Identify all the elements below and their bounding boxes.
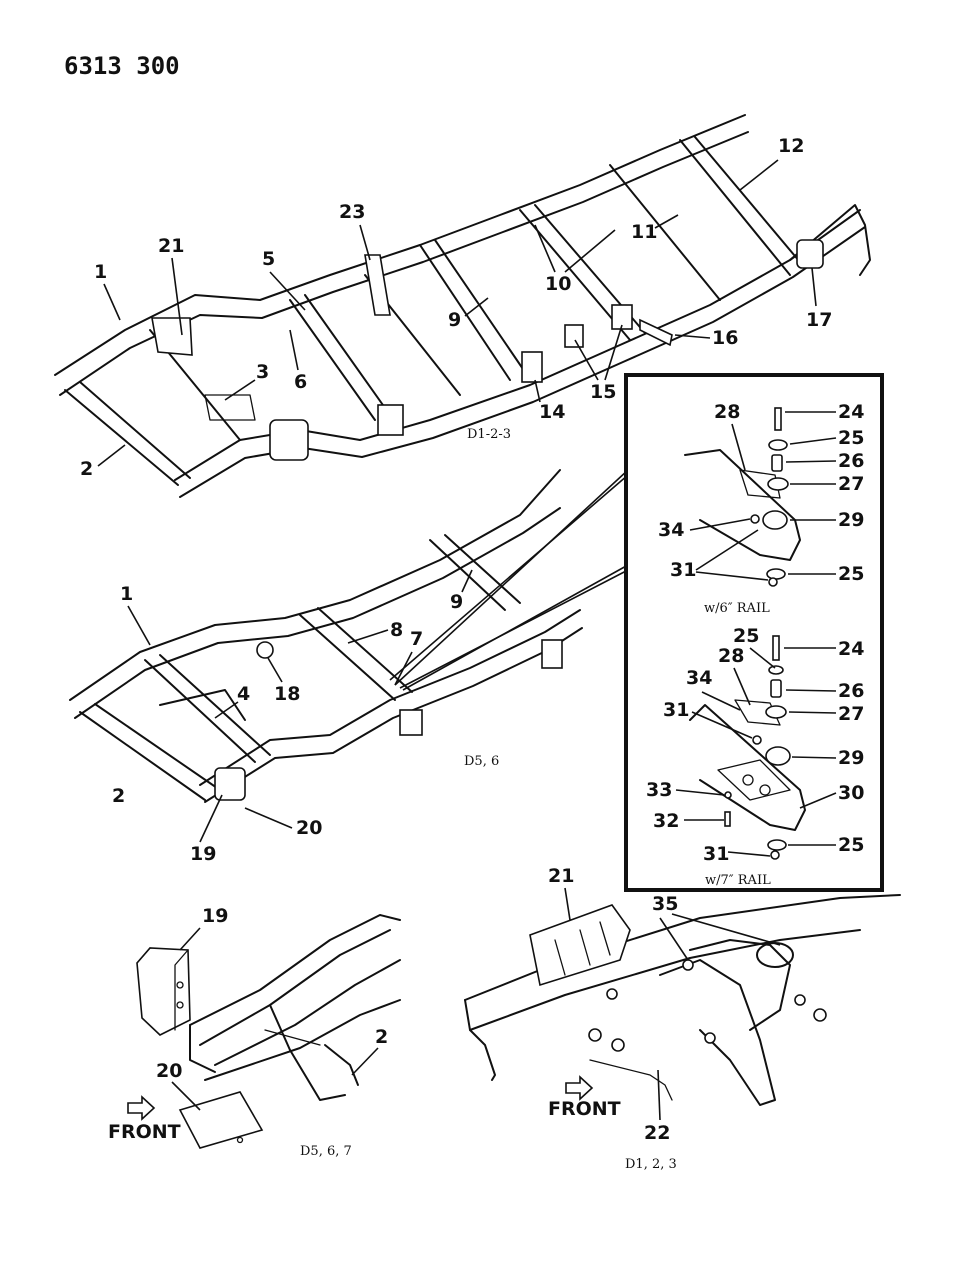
callout-21-detail: 21 bbox=[548, 865, 574, 887]
front-label-left: FRONT bbox=[108, 1121, 181, 1143]
callout-18: 18 bbox=[274, 683, 300, 705]
callout-22: 22 bbox=[644, 1122, 670, 1144]
callout-9-mid: 9 bbox=[450, 591, 463, 613]
callout-16: 16 bbox=[712, 327, 738, 349]
callout-19: 19 bbox=[190, 843, 216, 865]
inset7-callout-28: 28 bbox=[718, 645, 744, 667]
caption-d123-frame: D1-2-3 bbox=[467, 427, 511, 442]
inset6-callout-31: 31 bbox=[670, 559, 696, 581]
callout-4: 4 bbox=[237, 683, 250, 705]
inset-box bbox=[624, 373, 884, 892]
inset7-callout-32: 32 bbox=[653, 810, 679, 832]
callout-20-detail: 20 bbox=[156, 1060, 182, 1082]
inset-6in-rail: 28 24 25 26 27 29 34 31 25 w/6″ RAIL bbox=[658, 401, 864, 616]
inset7-callout-25b: 25 bbox=[838, 834, 864, 856]
inset6-callout-29: 29 bbox=[838, 509, 864, 531]
caption-d56-frame: D5, 6 bbox=[464, 754, 499, 769]
callout-12: 12 bbox=[778, 135, 804, 157]
inset7-callout-26: 26 bbox=[838, 680, 864, 702]
callout-6: 6 bbox=[294, 371, 307, 393]
caption-rail6: w/6″ RAIL bbox=[704, 601, 770, 616]
caption-d567: D5, 6, 7 bbox=[300, 1144, 352, 1159]
inset6-callout-34: 34 bbox=[658, 519, 684, 541]
callout-35: 35 bbox=[652, 893, 678, 915]
inset6-callout-28: 28 bbox=[714, 401, 740, 423]
inset7-callout-31b: 31 bbox=[703, 843, 729, 865]
callout-2-detail: 2 bbox=[375, 1026, 388, 1048]
callout-3: 3 bbox=[256, 361, 269, 383]
inset7-callout-30: 30 bbox=[838, 782, 864, 804]
front-label-right: FRONT bbox=[548, 1098, 621, 1120]
inset7-callout-34: 34 bbox=[686, 667, 712, 689]
inset6-callout-26: 26 bbox=[838, 450, 864, 472]
callout-2: 2 bbox=[80, 458, 93, 480]
inset-7in-rail: 25 24 28 26 34 27 31 29 33 30 32 31 25 w… bbox=[646, 625, 864, 888]
inset7-callout-29: 29 bbox=[838, 747, 864, 769]
callout-14: 14 bbox=[539, 401, 565, 423]
inset7-callout-31: 31 bbox=[663, 699, 689, 721]
callout-2-mid: 2 bbox=[112, 785, 125, 807]
callout-7: 7 bbox=[410, 628, 423, 650]
callout-8: 8 bbox=[390, 619, 403, 641]
callout-11: 11 bbox=[631, 221, 657, 243]
inset7-callout-25: 25 bbox=[733, 625, 759, 647]
callout-1-mid: 1 bbox=[120, 583, 133, 605]
inset6-callout-25b: 25 bbox=[838, 563, 864, 585]
inset7-callout-24: 24 bbox=[838, 638, 864, 660]
callout-15: 15 bbox=[590, 381, 616, 403]
inset6-callout-27: 27 bbox=[838, 473, 864, 495]
frame-d123-drawing bbox=[54, 114, 871, 498]
caption-rail7: w/7″ RAIL bbox=[705, 873, 771, 888]
callout-17: 17 bbox=[806, 309, 832, 331]
callout-21: 21 bbox=[158, 235, 184, 257]
callout-9: 9 bbox=[448, 309, 461, 331]
detail-d567-drawing: 19 20 2 FRONT D5, 6, 7 bbox=[108, 905, 401, 1159]
frame-d123-callouts: 1 21 5 23 12 11 10 9 3 6 2 14 15 16 17 D… bbox=[80, 135, 832, 480]
caption-d123: D1, 2, 3 bbox=[625, 1157, 677, 1172]
detail-d123-drawing: 21 35 22 FRONT D1, 2, 3 bbox=[464, 865, 901, 1172]
callout-10: 10 bbox=[545, 273, 571, 295]
inset7-callout-33: 33 bbox=[646, 779, 672, 801]
frame-d56-drawing bbox=[69, 469, 583, 803]
inset6-callout-25: 25 bbox=[838, 427, 864, 449]
callout-23: 23 bbox=[339, 201, 365, 223]
document-number: 6313 300 bbox=[64, 52, 180, 80]
callout-20: 20 bbox=[296, 817, 322, 839]
inset7-callout-27: 27 bbox=[838, 703, 864, 725]
callout-5: 5 bbox=[262, 248, 275, 270]
callout-1: 1 bbox=[94, 261, 107, 283]
frame-d56-callouts: 1 8 7 9 4 18 2 19 20 D5, 6 bbox=[112, 469, 629, 865]
callout-19-detail: 19 bbox=[202, 905, 228, 927]
inset6-callout-24: 24 bbox=[838, 401, 864, 423]
